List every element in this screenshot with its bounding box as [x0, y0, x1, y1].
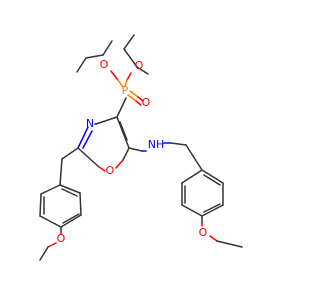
- bond: [47, 242, 57, 248]
- bond: [77, 126, 89, 149]
- bond: [123, 34, 135, 50]
- bond: [61, 147, 79, 160]
- bond: [216, 240, 243, 248]
- bond: [79, 192, 82, 216]
- bond: [201, 204, 224, 217]
- bond: [135, 100, 142, 106]
- bond: [123, 48, 138, 68]
- molecule-diagram: O O P O N O NH O O: [39, 34, 243, 261]
- phosphonate-group: [110, 70, 144, 118]
- bond: [136, 66, 149, 75]
- left-methoxybenzyl: [39, 147, 82, 261]
- bond: [124, 79, 128, 87]
- bond: [85, 54, 104, 59]
- bond: [170, 142, 187, 146]
- oxygen-atom-ring: O: [106, 164, 115, 177]
- bond: [126, 72, 132, 81]
- bond: [127, 94, 137, 102]
- oxygen-atom-left-methoxy: O: [57, 232, 66, 245]
- bond: [122, 147, 130, 161]
- bond: [98, 166, 106, 172]
- bond: [116, 97, 127, 118]
- bond: [115, 159, 124, 169]
- bond: [61, 188, 78, 197]
- bond: [102, 40, 113, 56]
- right-ethyl-group: [123, 34, 149, 75]
- oxygen-atom-double-bond: O: [142, 96, 151, 109]
- nitrogen-atom-ring: N: [86, 117, 94, 130]
- atom-labels: O O P O N O NH O O: [57, 58, 208, 245]
- bond: [39, 215, 62, 228]
- bond: [95, 116, 118, 125]
- bond: [201, 169, 224, 184]
- bond: [137, 96, 144, 102]
- bond: [119, 121, 128, 141]
- bond: [39, 246, 49, 261]
- bond: [117, 79, 124, 88]
- phosphorus-atom: P: [122, 84, 129, 97]
- left-ethyl-group: [76, 40, 113, 73]
- oxygen-atom-right-ethoxy: O: [135, 59, 144, 72]
- nh-group: NH: [148, 138, 165, 151]
- bond: [82, 130, 93, 149]
- bond: [77, 147, 100, 168]
- bond: [181, 204, 203, 217]
- bond: [59, 158, 63, 186]
- oxygen-atom-left-ethoxy: O: [100, 58, 109, 71]
- bond: [62, 213, 80, 224]
- oxazole-ring: [77, 116, 130, 172]
- bond: [203, 203, 221, 213]
- right-methoxyphenyl: [181, 169, 243, 248]
- bond: [110, 70, 119, 81]
- bond: [59, 184, 81, 194]
- bond: [129, 90, 139, 98]
- bond: [40, 184, 61, 195]
- amino-linker: [128, 142, 203, 171]
- bond: [209, 235, 218, 242]
- oxygen-atom-right-methoxy: O: [199, 226, 208, 239]
- bond: [116, 116, 130, 149]
- bond: [60, 214, 82, 228]
- bond: [181, 169, 203, 184]
- bond: [76, 57, 87, 73]
- bond: [185, 144, 203, 171]
- bond: [203, 174, 221, 186]
- bond: [39, 193, 42, 217]
- bond: [128, 147, 143, 152]
- structure-canvas: O O P O N O NH O O: [39, 34, 243, 261]
